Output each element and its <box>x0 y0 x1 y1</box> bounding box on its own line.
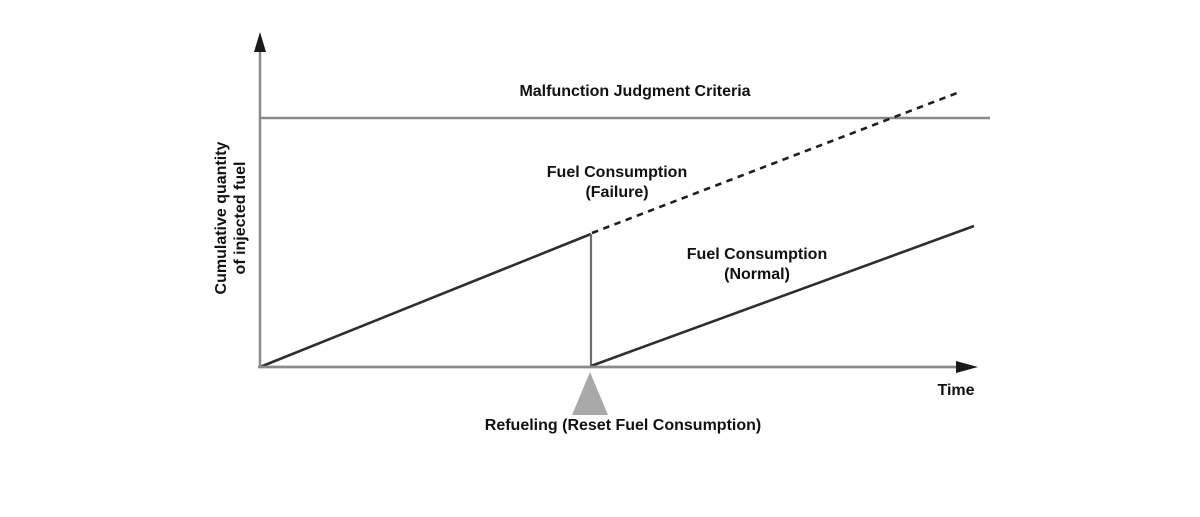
consumption-line-normal <box>590 224 975 368</box>
y-axis-arrowhead-icon <box>254 32 266 52</box>
normal-series-label-line1: Fuel Consumption <box>686 246 828 263</box>
failure-series-label-line2: (Failure) <box>585 184 649 201</box>
refueling-marker-triangle-icon <box>572 372 608 415</box>
failure-series-label-line1: Fuel Consumption <box>546 164 688 181</box>
normal-series-label-line2: (Normal) <box>724 266 790 283</box>
consumption-line-failure-dashed <box>591 91 958 235</box>
x-axis-label: Time <box>937 382 975 399</box>
consumption-line-before-refueling <box>259 232 592 369</box>
refueling-annotation-label: Refueling (Reset Fuel Consumption) <box>484 417 762 434</box>
y-axis-label-line1: Cumulative quantity <box>213 141 230 295</box>
y-axis-label-line2: of injected fuel <box>232 161 249 275</box>
threshold-label: Malfunction Judgment Criteria <box>519 83 751 100</box>
failure-series-label: Fuel Consumption (Failure) <box>547 163 687 203</box>
x-axis-arrowhead-icon <box>956 361 978 373</box>
y-axis-label: Cumulative quantity of injected fuel <box>212 142 250 295</box>
normal-series-label: Fuel Consumption (Normal) <box>687 245 827 285</box>
